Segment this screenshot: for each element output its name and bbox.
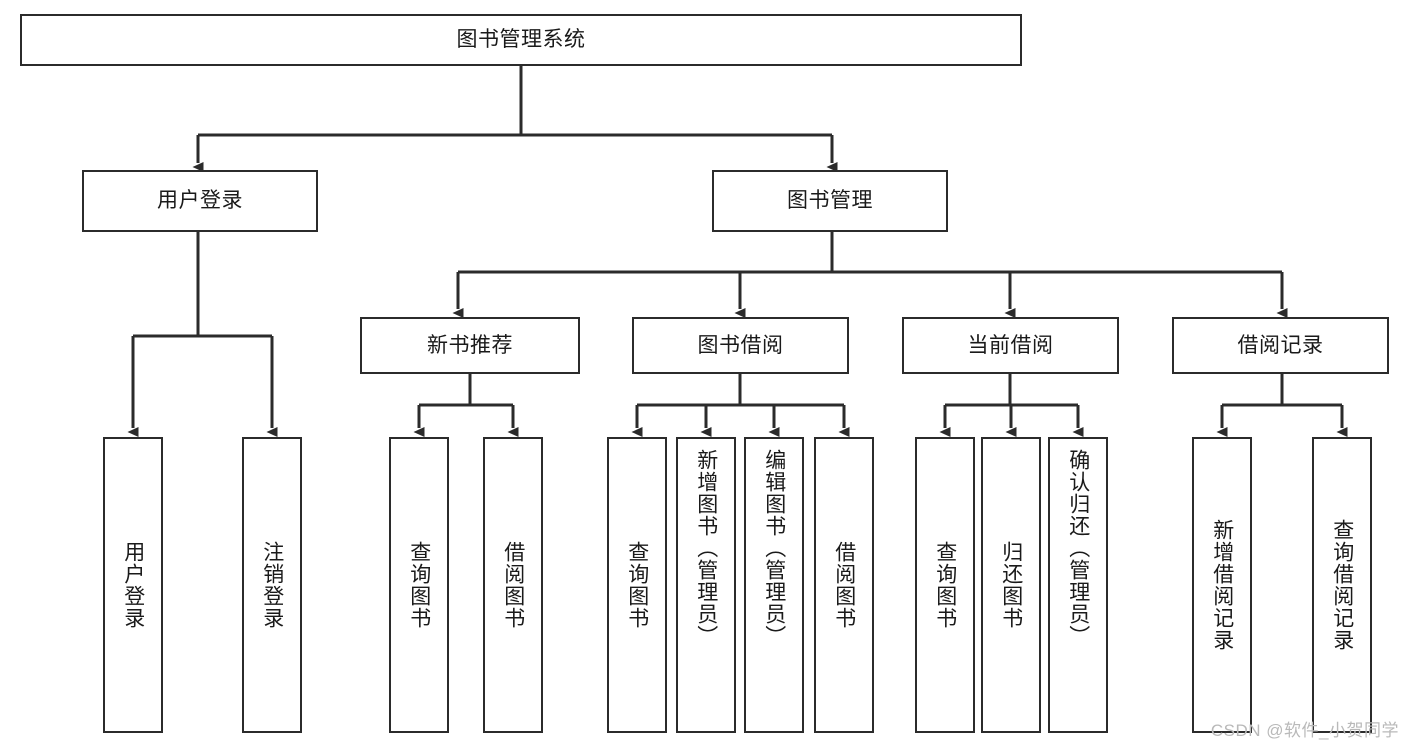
node-label: 图书借阅: [697, 333, 784, 357]
node-leaf-query-books-current[interactable]: 查询图书: [915, 437, 975, 733]
node-label: 新增借阅记录: [1210, 519, 1234, 651]
node-label: 编辑图书（管理员）: [762, 449, 786, 647]
node-leaf-edit-book-admin[interactable]: 编辑图书（管理员）: [744, 437, 804, 733]
node-new-book-recommendation[interactable]: 新书推荐: [360, 317, 580, 374]
node-label: 注销登录: [260, 541, 284, 629]
node-label: 查询借阅记录: [1330, 519, 1354, 651]
node-label: 用户登录: [121, 541, 145, 629]
node-book-management[interactable]: 图书管理: [712, 170, 948, 232]
node-label: 查询图书: [933, 541, 957, 629]
node-leaf-query-books-borrow[interactable]: 查询图书: [607, 437, 667, 733]
node-book-borrowing[interactable]: 图书借阅: [632, 317, 849, 374]
node-leaf-query-borrow-record[interactable]: 查询借阅记录: [1312, 437, 1372, 733]
node-label: 当前借阅: [967, 333, 1054, 357]
node-borrowing-records[interactable]: 借阅记录: [1172, 317, 1389, 374]
node-label: 新书推荐: [427, 333, 513, 357]
node-root-book-management-system[interactable]: 图书管理系统: [20, 14, 1022, 66]
node-label: 确认归还（管理员）: [1066, 449, 1090, 647]
node-label: 查询图书: [407, 541, 431, 629]
node-leaf-logout[interactable]: 注销登录: [242, 437, 302, 733]
node-label: 归还图书: [999, 541, 1023, 629]
node-label: 新增图书（管理员）: [694, 449, 718, 647]
node-user-login[interactable]: 用户登录: [82, 170, 318, 232]
node-leaf-user-login[interactable]: 用户登录: [103, 437, 163, 733]
node-leaf-confirm-return-admin[interactable]: 确认归还（管理员）: [1048, 437, 1108, 733]
node-label: 借阅图书: [501, 541, 525, 629]
node-label: 借阅记录: [1237, 333, 1324, 357]
node-label: 图书管理: [787, 189, 873, 213]
node-leaf-borrow-books-new[interactable]: 借阅图书: [483, 437, 543, 733]
node-leaf-add-book-admin[interactable]: 新增图书（管理员）: [676, 437, 736, 733]
node-label: 图书管理系统: [456, 28, 586, 52]
node-label: 用户登录: [157, 189, 243, 213]
node-current-borrowing[interactable]: 当前借阅: [902, 317, 1119, 374]
node-leaf-return-books[interactable]: 归还图书: [981, 437, 1041, 733]
node-leaf-borrow-books-borrow[interactable]: 借阅图书: [814, 437, 874, 733]
node-label: 查询图书: [625, 541, 649, 629]
node-label: 借阅图书: [832, 541, 856, 629]
node-leaf-query-books-new[interactable]: 查询图书: [389, 437, 449, 733]
node-leaf-add-borrow-record[interactable]: 新增借阅记录: [1192, 437, 1252, 733]
